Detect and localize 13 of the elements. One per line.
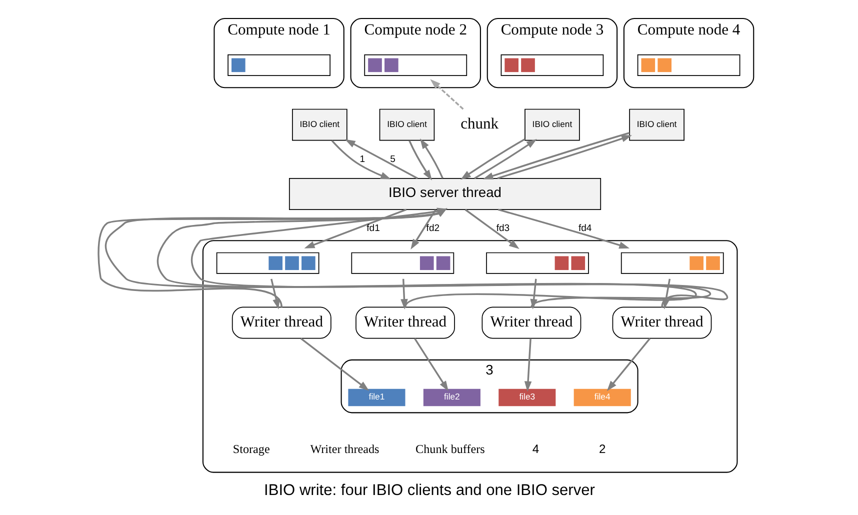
label: Writer threads [310, 442, 379, 456]
caption: IBIO write: four IBIO clients and one IBIO server [264, 482, 594, 500]
node-text: chunk [460, 116, 498, 133]
edge-label: fd1 [366, 222, 380, 234]
edge-label: fd2 [426, 222, 440, 234]
label: 4 [532, 442, 539, 456]
edge-label: fd4 [578, 222, 592, 234]
edge-label: 5 [390, 154, 395, 165]
label: Chunk buffers [415, 442, 484, 456]
edge-label: 1 [359, 154, 365, 165]
label: Storage [232, 442, 270, 456]
edge-label: fd3 [496, 222, 510, 234]
label: 2 [598, 442, 606, 456]
